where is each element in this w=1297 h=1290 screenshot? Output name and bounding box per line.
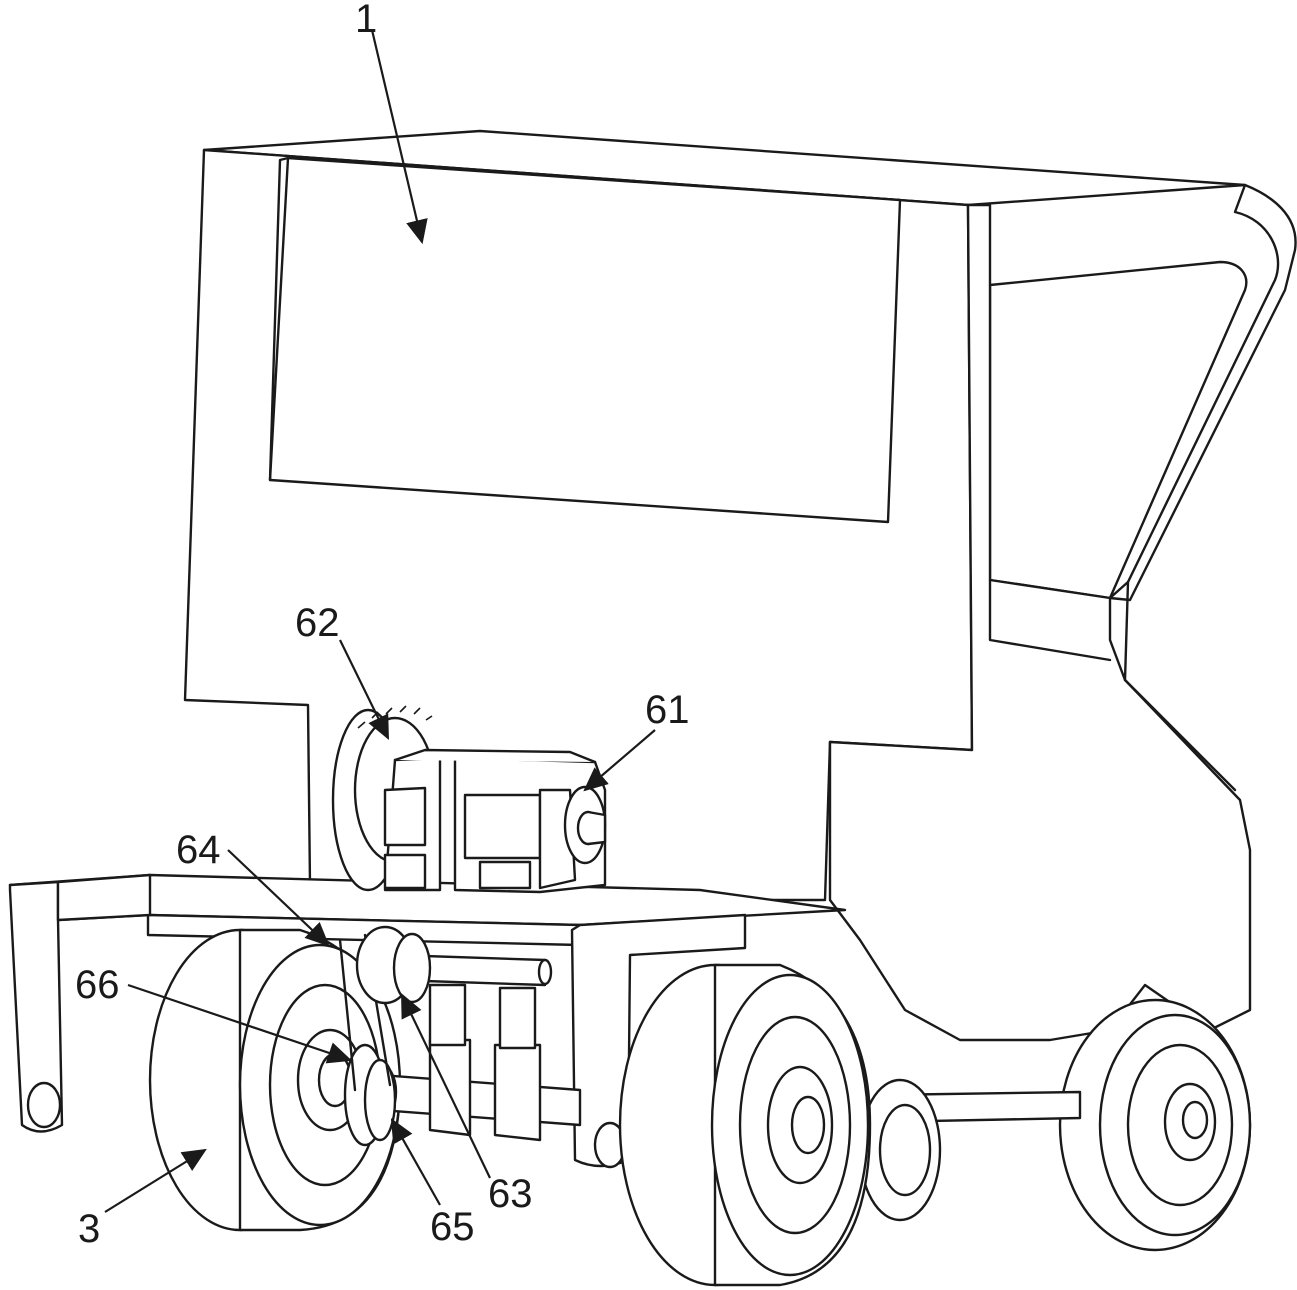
leader-66 bbox=[127, 983, 353, 1064]
cart-body bbox=[183, 129, 1297, 1042]
callout-3: 3 bbox=[78, 1207, 100, 1251]
motor bbox=[383, 748, 607, 894]
leader-1 bbox=[370, 29, 428, 245]
callout-63: 63 bbox=[488, 1172, 533, 1216]
callout-65: 65 bbox=[430, 1205, 475, 1249]
drive-shaft bbox=[338, 925, 582, 1147]
leader-65 bbox=[390, 1118, 441, 1206]
leaders bbox=[104, 29, 656, 1213]
rear-wheel-right bbox=[1058, 998, 1252, 1252]
callout-61: 61 bbox=[645, 688, 690, 732]
callout-1: 1 bbox=[355, 0, 377, 41]
callout-labels: 1 62 61 64 66 63 65 3 bbox=[75, 0, 690, 1251]
base-plate bbox=[8, 873, 847, 1169]
leader-62 bbox=[339, 639, 389, 740]
leader-61 bbox=[583, 729, 656, 792]
callout-62: 62 bbox=[295, 601, 340, 645]
rear-axle bbox=[858, 1078, 1082, 1222]
callout-66: 66 bbox=[75, 963, 120, 1007]
leader-63 bbox=[401, 993, 491, 1179]
leader-64 bbox=[227, 849, 330, 947]
callout-64: 64 bbox=[176, 828, 221, 872]
front-wheel-right bbox=[618, 963, 872, 1287]
front-wheel-left bbox=[148, 928, 402, 1232]
leader-3 bbox=[104, 1148, 207, 1213]
